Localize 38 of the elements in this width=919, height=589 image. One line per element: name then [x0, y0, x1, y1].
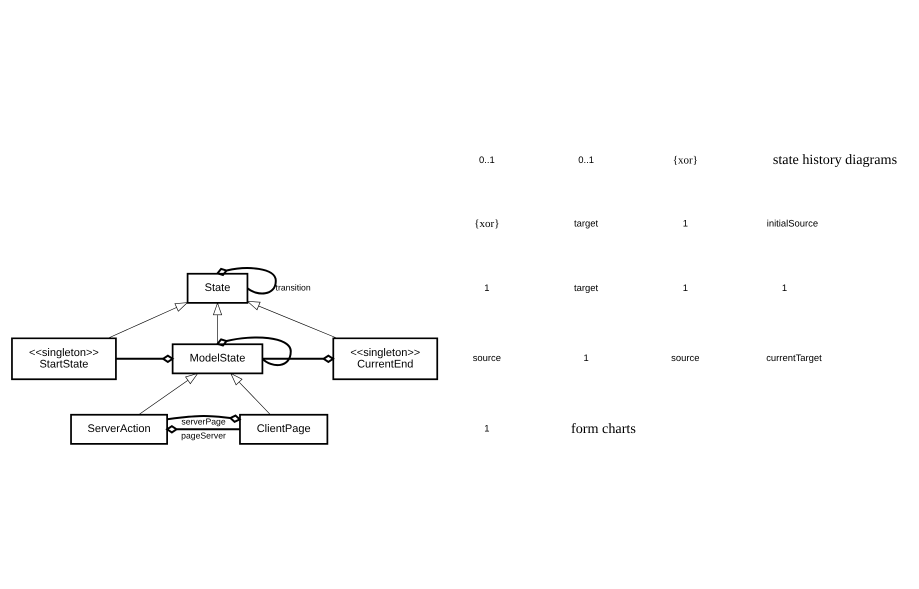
label: 1	[484, 282, 490, 294]
node-box: <<singleton>> CurrentEnd	[332, 336, 438, 380]
label: source	[472, 352, 502, 364]
label: 1	[484, 423, 490, 434]
arrow	[138, 372, 198, 414]
label: target	[574, 282, 598, 294]
label: {xor}	[672, 154, 698, 166]
connector	[216, 336, 292, 366]
label: 1	[682, 282, 688, 294]
node-box: ModelState	[172, 342, 264, 374]
label: 0..1	[578, 154, 594, 166]
label: target	[574, 218, 598, 230]
edge-label: serverPage	[181, 416, 226, 426]
node-box: <<singleton>> StartState	[11, 336, 117, 380]
label: initialSource	[766, 218, 818, 230]
arrow	[230, 372, 271, 414]
node-box: ClientPage	[239, 413, 328, 444]
label: 1	[682, 218, 688, 230]
label: state history diagrams	[772, 151, 898, 168]
connector	[216, 266, 277, 294]
arrow	[246, 300, 338, 338]
label: currentTarget	[766, 352, 822, 364]
connector	[262, 354, 335, 363]
label: 1	[583, 352, 589, 364]
node-box: ServerAction	[70, 413, 168, 444]
connector	[116, 354, 174, 363]
edge-label: pageServer	[181, 430, 226, 440]
arrow	[212, 302, 222, 344]
label: 0..1	[478, 154, 495, 166]
connector	[167, 414, 242, 422]
arrow	[108, 302, 188, 338]
connector	[165, 424, 240, 434]
label: {xor}	[474, 218, 500, 230]
node-box: State	[186, 272, 248, 304]
edge-label: transition	[276, 282, 311, 292]
label: source	[671, 352, 700, 364]
label: form charts	[571, 420, 636, 436]
label: 1	[782, 282, 788, 294]
